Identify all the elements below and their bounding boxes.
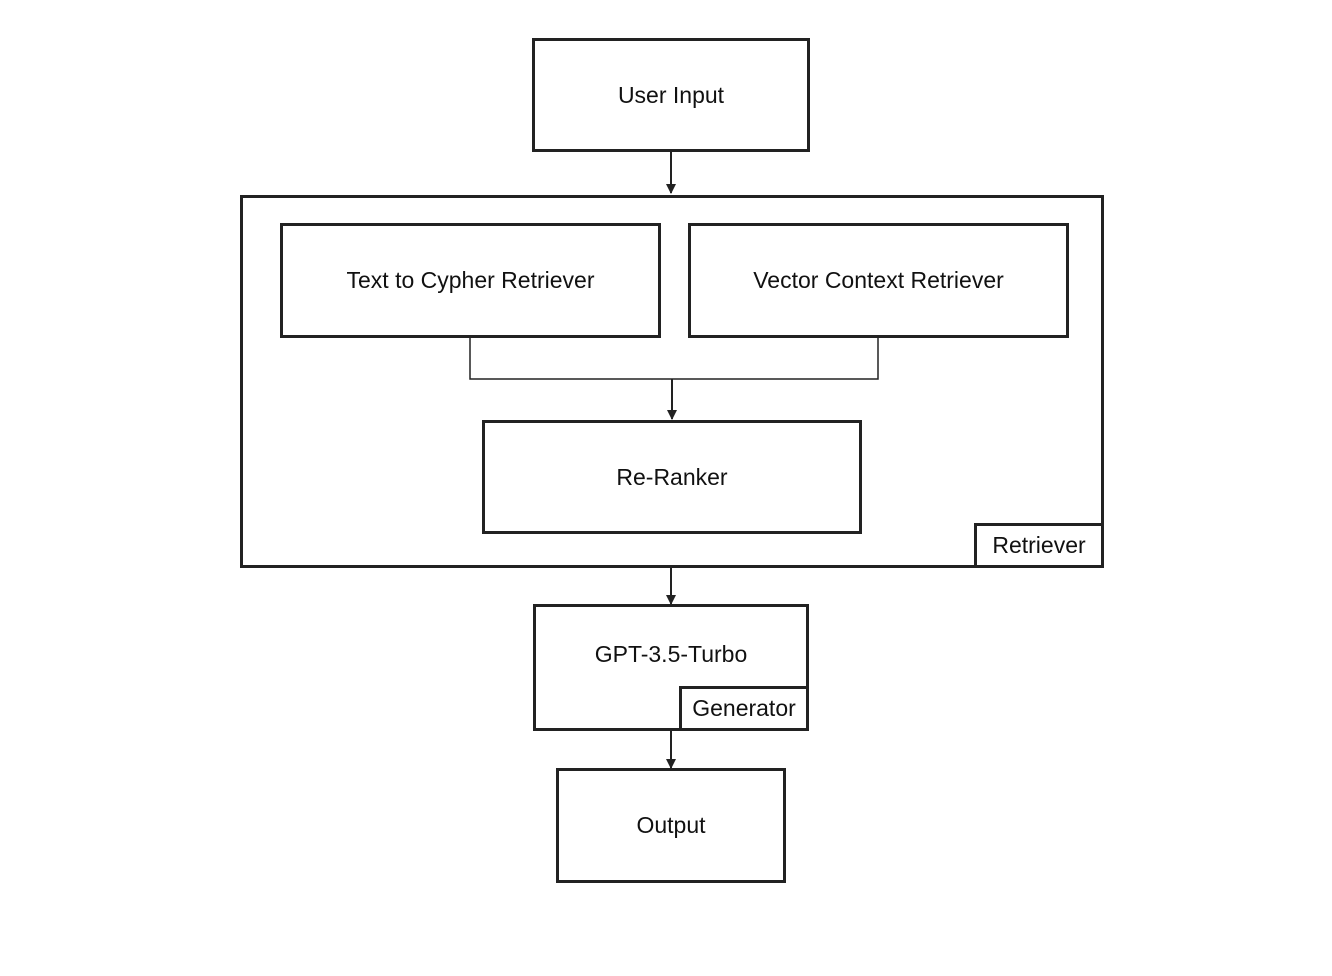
output-box: Output	[556, 768, 786, 883]
generator-group-label: Generator	[679, 686, 809, 731]
vector-context-retriever-box: Vector Context Retriever	[688, 223, 1069, 338]
retriever-group	[240, 195, 1104, 568]
text-to-cypher-retriever-label: Text to Cypher Retriever	[346, 267, 595, 293]
re-ranker-box: Re-Ranker	[482, 420, 862, 534]
re-ranker-label: Re-Ranker	[616, 463, 728, 490]
user-input-box: User Input	[532, 38, 810, 152]
vector-context-retriever-label: Vector Context Retriever	[753, 267, 1004, 293]
user-input-label: User Input	[617, 81, 725, 108]
output-label: Output	[636, 812, 706, 838]
generator-group-label-text: Generator	[692, 695, 796, 721]
text-to-cypher-retriever-box: Text to Cypher Retriever	[280, 223, 661, 338]
gpt-label: GPT-3.5-Turbo	[594, 641, 748, 667]
retriever-group-label-text: Retriever	[992, 532, 1086, 558]
retriever-group-label: Retriever	[974, 523, 1104, 568]
connector-cypher-to-merge	[469, 337, 879, 380]
